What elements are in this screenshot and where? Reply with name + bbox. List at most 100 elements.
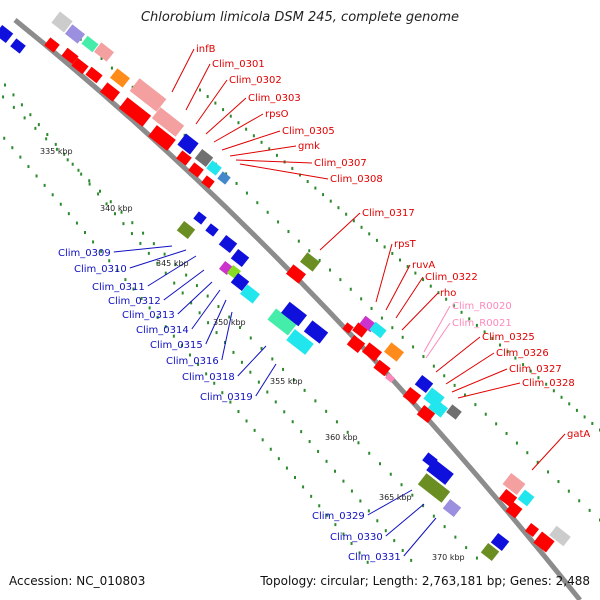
gene-feature[interactable] [267, 308, 297, 336]
gene-label[interactable]: Clim_R0020 [452, 301, 512, 312]
gene-feature[interactable] [417, 473, 451, 503]
gene-label[interactable]: rpsO [265, 109, 289, 120]
gene-feature[interactable] [44, 37, 60, 53]
gene-feature[interactable] [362, 342, 382, 362]
gene-feature[interactable] [206, 160, 222, 176]
gene-label[interactable]: Clim_0316 [166, 356, 219, 367]
gene-feature[interactable] [176, 220, 196, 240]
gene-feature[interactable] [240, 284, 260, 304]
gene-feature[interactable] [549, 525, 571, 547]
gene-label[interactable]: Clim_0317 [362, 208, 415, 219]
gene-label[interactable]: Clim_0322 [425, 272, 478, 283]
gene-feature[interactable] [205, 223, 219, 237]
gene-label[interactable]: Clim_0329 [312, 511, 365, 522]
gene-label[interactable]: Clim_0310 [74, 264, 127, 275]
gene-feature[interactable] [369, 321, 387, 339]
gene-feature[interactable] [502, 472, 526, 496]
gene-label[interactable]: Clim_0307 [314, 158, 367, 169]
gene-feature[interactable] [384, 342, 404, 362]
gene-label[interactable]: Clim_0301 [212, 59, 265, 70]
leader-line [445, 352, 495, 385]
gene-feature[interactable] [281, 301, 307, 327]
gene-feature[interactable] [517, 489, 535, 507]
gene-label[interactable]: rho [440, 288, 456, 299]
gene-feature[interactable] [218, 234, 238, 254]
gene-feature[interactable] [402, 386, 422, 406]
gene-label[interactable]: Clim_0309 [58, 248, 111, 259]
tick-dot [237, 121, 240, 125]
gene-feature[interactable] [230, 248, 250, 268]
gene-feature[interactable] [201, 175, 215, 189]
tick-dot [401, 548, 404, 552]
gene-feature[interactable] [61, 47, 79, 65]
gene-feature[interactable] [446, 404, 462, 420]
gene-feature[interactable] [480, 542, 500, 562]
gene-feature[interactable] [51, 11, 73, 33]
gene-label[interactable]: Clim_0319 [200, 392, 253, 403]
gene-feature[interactable] [100, 82, 120, 102]
gene-label[interactable]: Clim_R0021 [452, 318, 512, 329]
gene-feature[interactable] [352, 322, 368, 338]
gene-feature[interactable] [426, 459, 454, 485]
gene-feature[interactable] [217, 171, 231, 185]
tick-dot [465, 546, 468, 550]
gene-feature[interactable] [286, 329, 314, 355]
gene-label[interactable]: Clim_0303 [248, 93, 301, 104]
gene-feature[interactable] [129, 78, 167, 112]
gene-label[interactable]: Clim_0331 [348, 552, 401, 563]
gene-label[interactable]: Clim_0318 [182, 372, 235, 383]
gene-label[interactable]: Clim_0327 [509, 364, 562, 375]
gene-feature[interactable] [71, 57, 89, 75]
gene-label[interactable]: Clim_0328 [522, 378, 575, 389]
gene-feature[interactable] [148, 125, 176, 151]
gene-label[interactable]: ruvA [412, 260, 435, 271]
gene-feature[interactable] [177, 133, 199, 155]
gene-feature[interactable] [346, 334, 366, 354]
gene-label[interactable]: Clim_0313 [122, 310, 175, 321]
gene-feature[interactable] [342, 322, 354, 334]
gene-feature[interactable] [524, 522, 540, 538]
gene-label[interactable]: gatA [567, 429, 590, 440]
gene-label[interactable]: Clim_0311 [92, 282, 145, 293]
gene-feature[interactable] [490, 532, 510, 552]
gene-feature[interactable] [373, 359, 391, 377]
gene-feature[interactable] [505, 501, 523, 519]
gene-feature[interactable] [0, 24, 14, 44]
gene-label[interactable]: Clim_0308 [330, 174, 383, 185]
gene-label[interactable]: Clim_0330 [330, 532, 383, 543]
gene-feature[interactable] [94, 42, 114, 62]
gene-label[interactable]: Clim_0315 [150, 340, 203, 351]
gene-feature[interactable] [188, 162, 204, 178]
gene-feature[interactable] [151, 107, 185, 137]
gene-label[interactable]: rpsT [394, 239, 417, 250]
gene-feature[interactable] [85, 66, 103, 84]
gene-feature[interactable] [533, 531, 555, 553]
leader-line [213, 113, 264, 143]
gene-label[interactable]: Clim_0326 [496, 348, 549, 359]
gene-feature[interactable] [303, 320, 329, 344]
gene-label[interactable]: Clim_0302 [229, 75, 282, 86]
gene-feature[interactable] [416, 404, 436, 424]
gene-label[interactable]: infB [196, 44, 216, 55]
gene-feature[interactable] [110, 68, 130, 88]
tick-dot [557, 480, 560, 484]
gene-feature[interactable] [194, 148, 214, 168]
gene-feature[interactable] [10, 38, 26, 54]
gene-feature[interactable] [428, 398, 448, 418]
gene-feature[interactable] [118, 97, 152, 127]
gene-feature[interactable] [286, 264, 306, 284]
gene-feature[interactable] [385, 373, 395, 383]
gene-label[interactable]: gmk [298, 141, 320, 152]
gene-feature[interactable] [193, 211, 207, 225]
gene-label[interactable]: Clim_0305 [282, 126, 335, 137]
gene-feature[interactable] [442, 498, 462, 518]
gene-feature[interactable] [230, 272, 250, 292]
gene-label[interactable]: Clim_0312 [108, 296, 161, 307]
gene-label[interactable]: Clim_0325 [482, 332, 535, 343]
gene-feature[interactable] [65, 24, 85, 44]
gene-feature[interactable] [414, 374, 434, 394]
gene-label[interactable]: Clim_0314 [136, 325, 189, 336]
gene-feature[interactable] [176, 150, 192, 166]
gene-feature[interactable] [81, 35, 99, 53]
gene-feature[interactable] [300, 252, 320, 272]
